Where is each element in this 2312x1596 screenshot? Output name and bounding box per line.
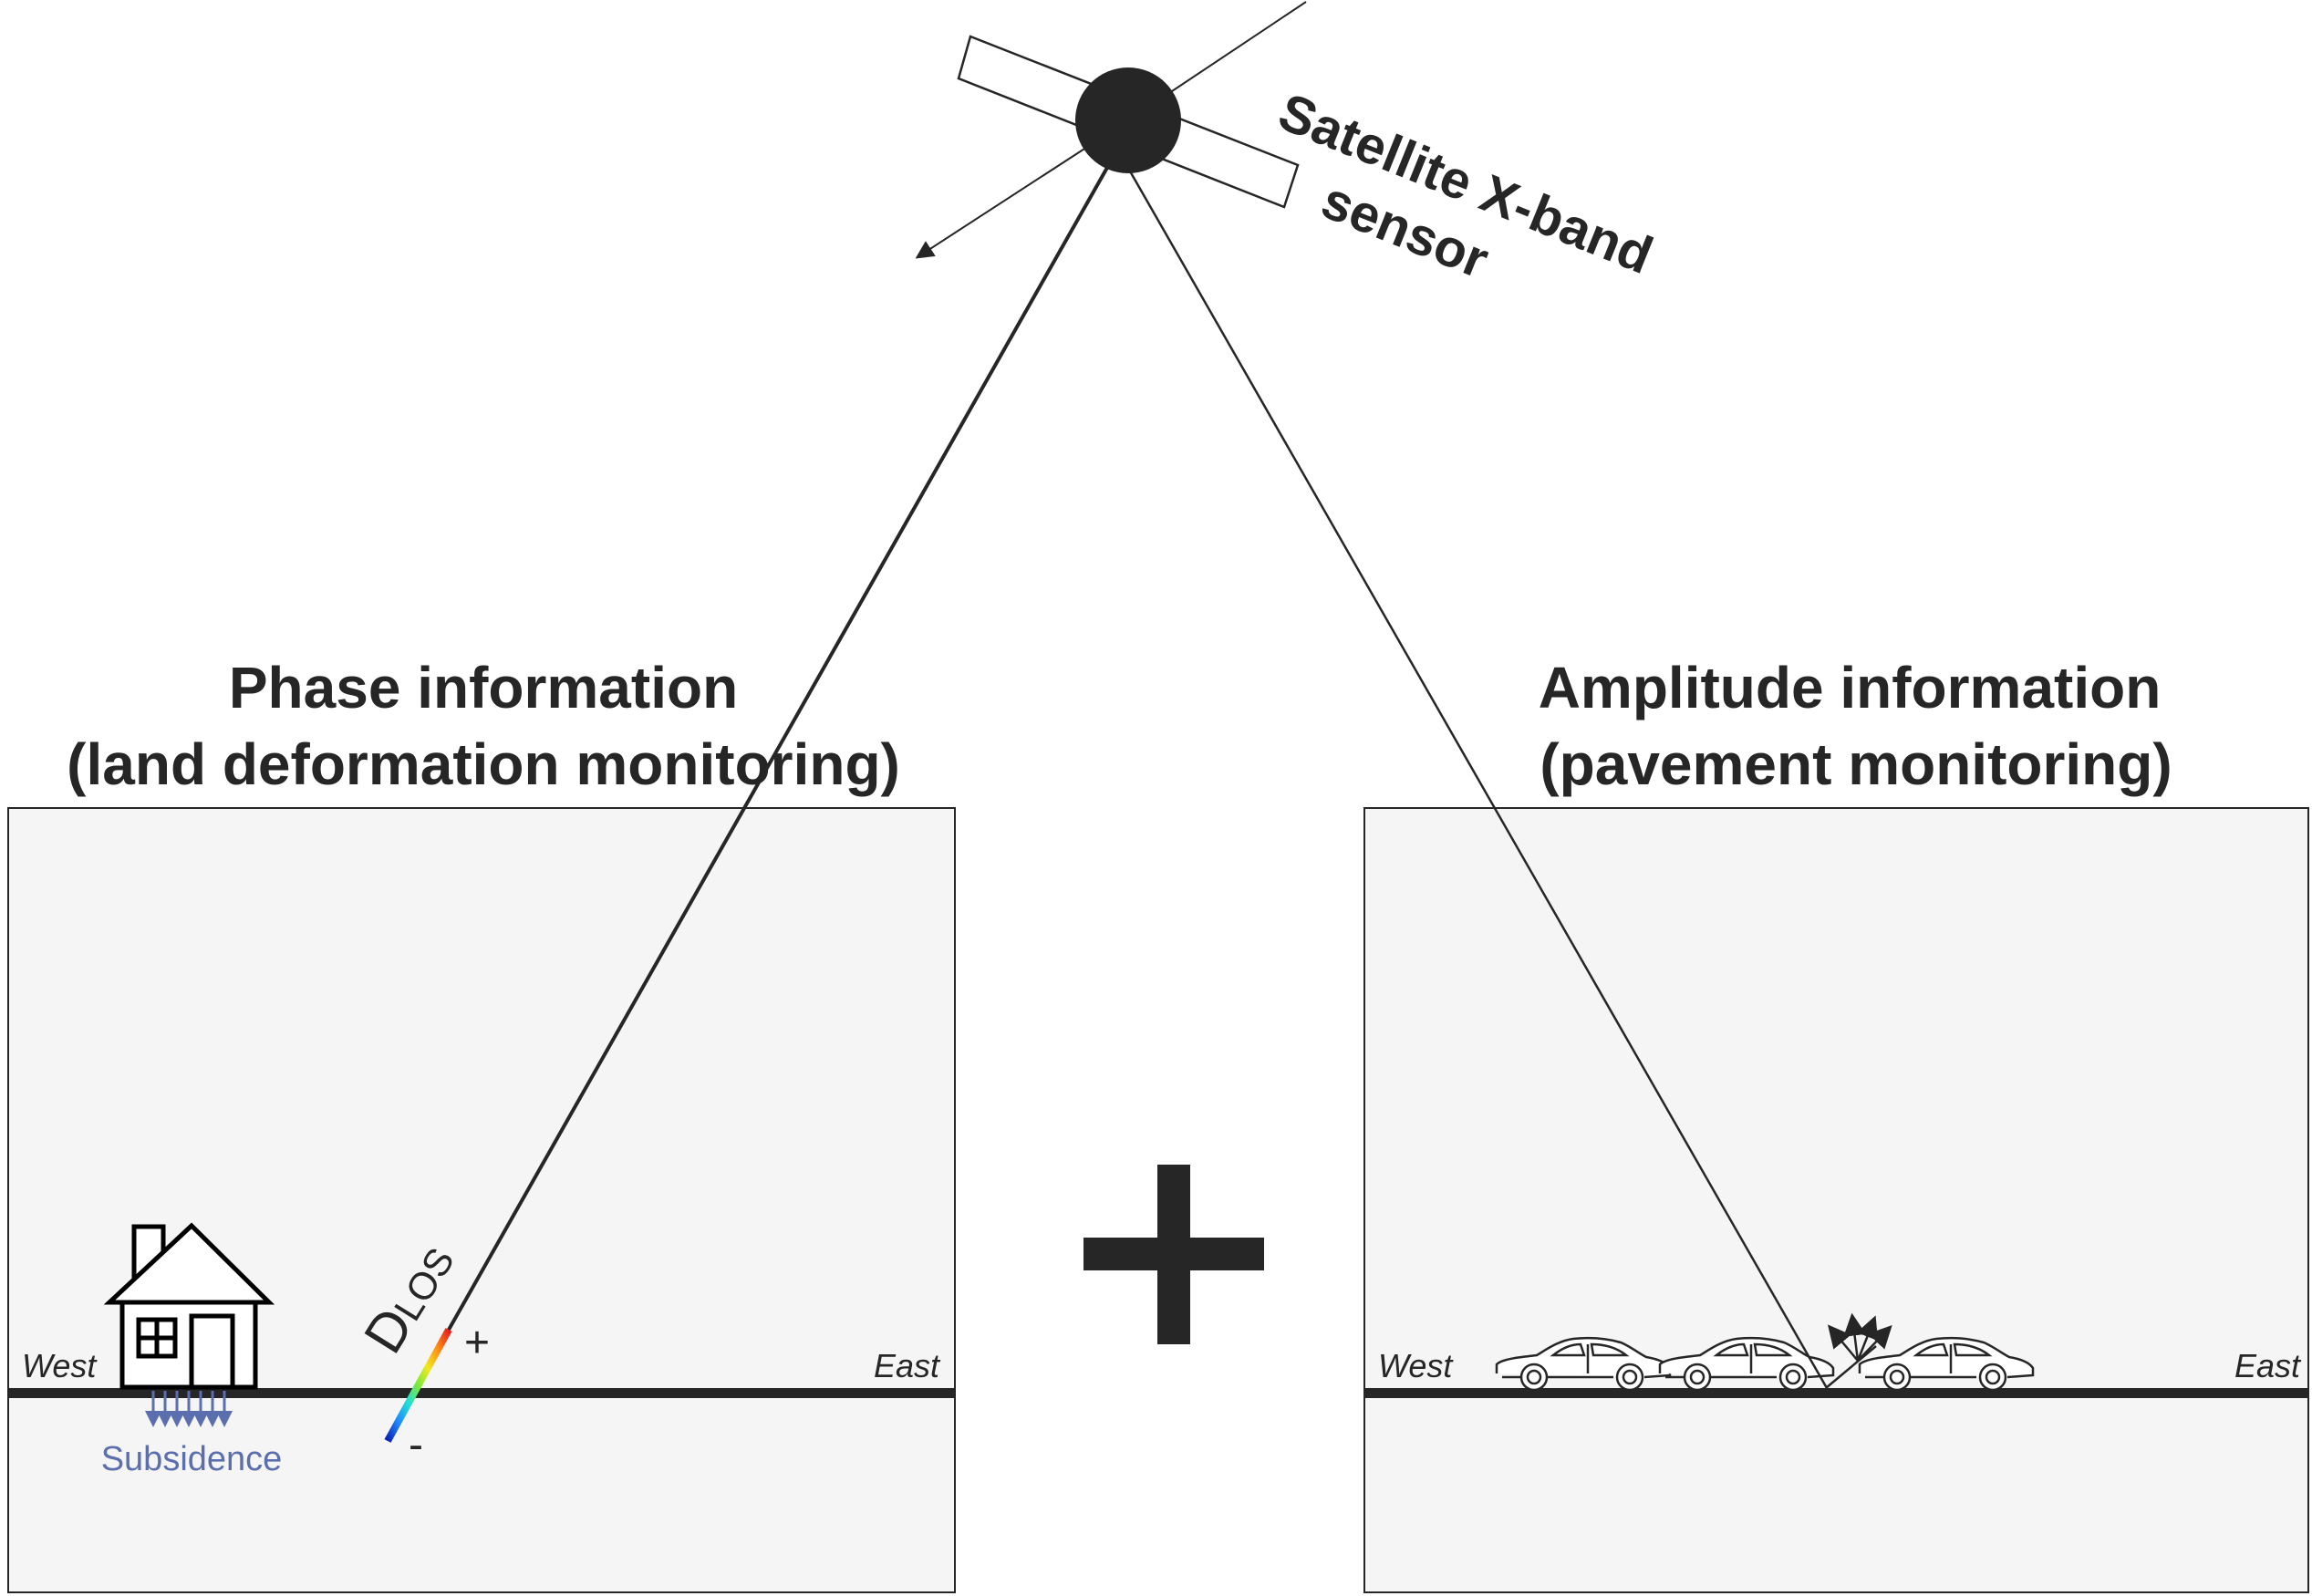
plus-icon — [1083, 1165, 1264, 1344]
right-panel-title-line1: Amplitude information — [1539, 655, 2162, 720]
right-east-label: East — [2234, 1347, 2302, 1384]
left-panel-title-line1: Phase information — [229, 655, 738, 720]
right-panel-title-line2: (pavement monitoring) — [1540, 731, 2172, 797]
left-ground-line — [8, 1388, 955, 1398]
car-icon — [1858, 1336, 2035, 1392]
satellite-label: Satellite X-band sensor — [1270, 82, 1661, 290]
left-west-label: West — [22, 1347, 98, 1384]
right-west-label: West — [1378, 1347, 1454, 1384]
subsidence-label: Subsidence — [101, 1440, 283, 1478]
left-panel: Phase information (land deformation moni… — [7, 655, 956, 1593]
right-ground-line — [1364, 1388, 2308, 1398]
los-colorbar — [384, 1328, 452, 1443]
car-icon — [1658, 1336, 1835, 1392]
right-panel-box — [1363, 807, 2309, 1593]
backscatter-arrows-icon — [1825, 1312, 1892, 1389]
satellite-icon — [915, 1, 1307, 259]
left-panel-title-line2: (land deformation monitoring) — [67, 731, 900, 797]
left-east-label: East — [874, 1347, 941, 1384]
right-panel: Amplitude information (pavement monitori… — [1363, 655, 2309, 1593]
los-beam-left — [447, 165, 1110, 1331]
house-icon — [103, 1222, 275, 1390]
los-minus-sign: - — [409, 1421, 423, 1469]
subsidence-arrows-icon — [145, 1391, 233, 1427]
left-panel-box — [7, 807, 956, 1593]
car-icon — [1495, 1336, 1672, 1392]
los-plus-sign: + — [464, 1319, 490, 1367]
los-beam-right — [1127, 169, 1829, 1389]
